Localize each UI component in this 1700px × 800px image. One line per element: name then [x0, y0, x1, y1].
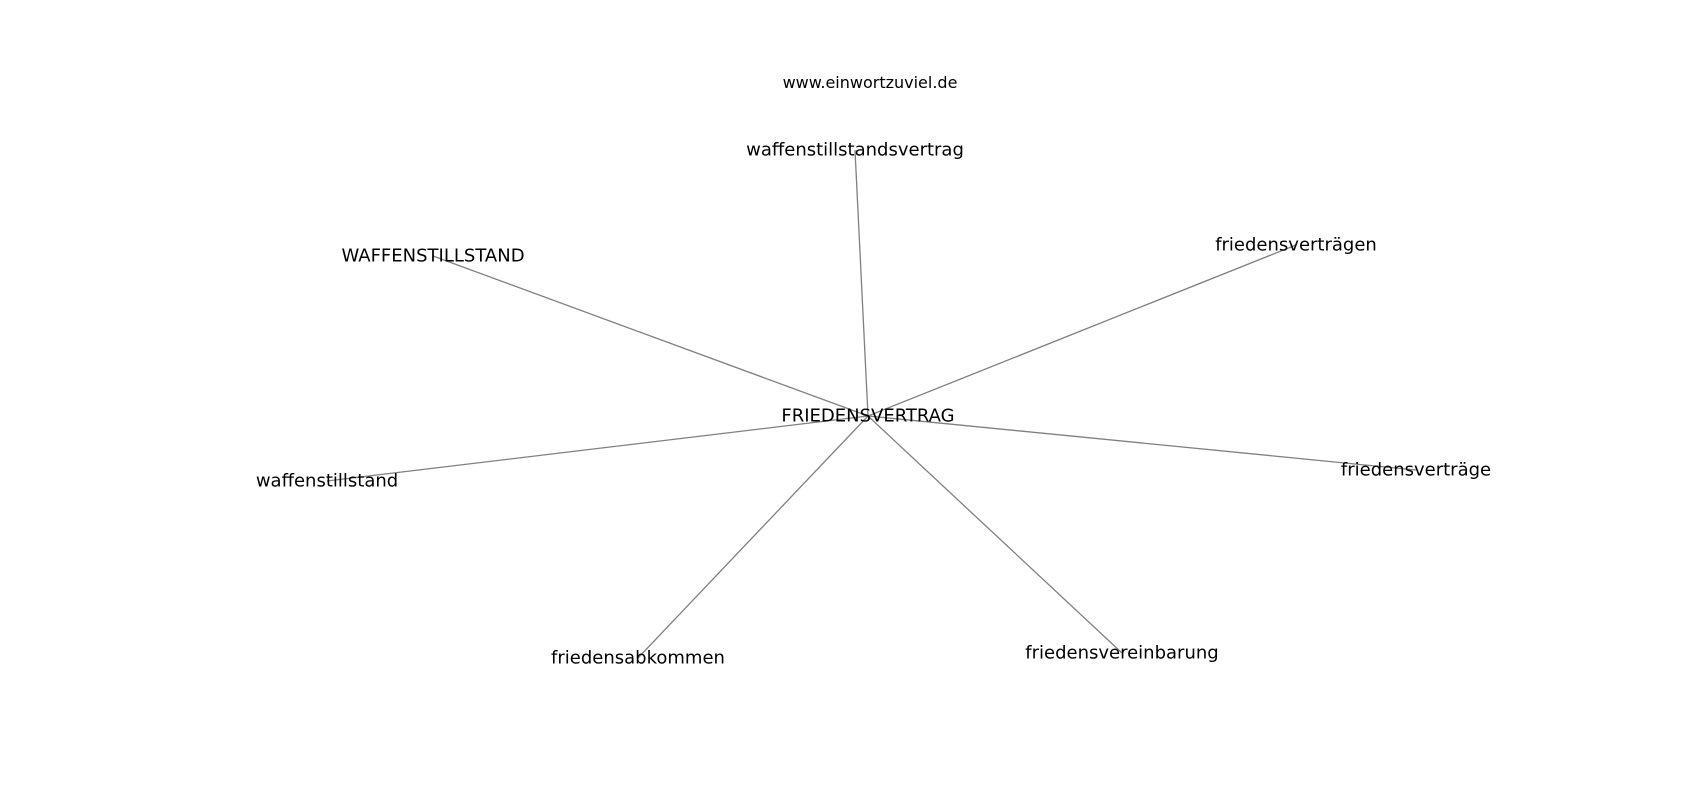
edge-5	[637, 415, 869, 659]
edge-1	[432, 255, 869, 417]
edge-2	[867, 244, 1297, 417]
node-center-label: FRIEDENSVERTRAG	[781, 406, 954, 427]
edge-3	[326, 415, 869, 482]
node-label-5: friedensabkommen	[551, 648, 725, 669]
node-label-6: friedensvereinbarung	[1025, 643, 1218, 664]
node-label-3: waffenstillstand	[256, 471, 398, 492]
node-label-1: WAFFENSTILLSTAND	[341, 246, 524, 267]
edge-4	[867, 415, 1417, 471]
node-label-0: waffenstillstandsvertrag	[746, 140, 964, 161]
edge-0	[854, 149, 869, 417]
watermark-text: www.einwortzuviel.de	[783, 73, 958, 92]
edges-group	[326, 149, 1417, 659]
edge-6	[867, 415, 1123, 654]
node-label-2: friedensverträgen	[1215, 235, 1377, 256]
node-label-4: friedensverträge	[1341, 460, 1491, 481]
nodes-group: FRIEDENSVERTRAG waffenstillstandsvertragW…	[256, 140, 1491, 669]
